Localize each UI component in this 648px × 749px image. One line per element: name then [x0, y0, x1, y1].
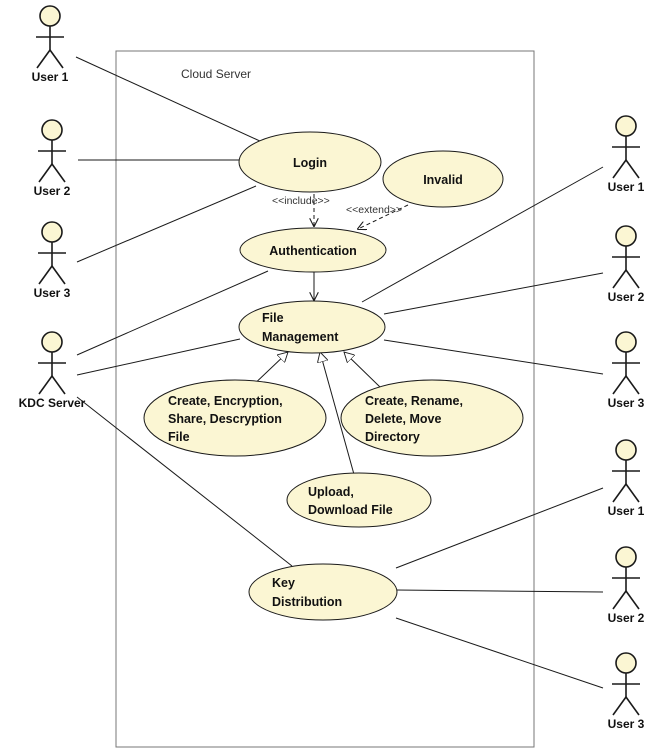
actor-head [41, 221, 63, 243]
usecase-create-rename: Create, Rename, Delete, Move Directory [340, 379, 524, 457]
actor-right-leg [625, 375, 640, 395]
usecase-key-distribution-label-1: Key [272, 576, 295, 590]
actor-label: KDC Server [19, 396, 86, 410]
actor-right-leg [625, 483, 640, 503]
actor-user1-right-a: User 1 [608, 115, 645, 194]
generalization-upload-download [320, 352, 356, 479]
assoc-kd-user2 [395, 589, 604, 593]
actor-right-leg [625, 159, 640, 179]
actor-left-leg [612, 159, 627, 179]
include-label: <<include>> [272, 195, 330, 207]
usecase-authentication: Authentication [239, 227, 387, 273]
usecase-key-distribution-label-2: Distribution [272, 595, 342, 609]
actor-label: User 3 [34, 286, 71, 300]
assoc-kdc-keydist [76, 396, 293, 567]
usecase-create-encryption-label-3: File [168, 430, 190, 444]
system-boundary [115, 50, 535, 748]
actor-label: User 2 [608, 611, 645, 625]
actor-head [615, 331, 637, 353]
actor-head [41, 119, 63, 141]
assoc-fm-user1 [361, 166, 604, 303]
usecase-invalid: Invalid [382, 150, 504, 208]
extend-arrow [358, 204, 409, 229]
actor-left-leg [38, 265, 53, 285]
usecase-create-rename-label-3: Directory [365, 430, 420, 444]
actor-left-leg [612, 375, 627, 395]
actor-user3-right-a: User 3 [608, 331, 645, 410]
actor-left-leg [612, 696, 627, 716]
actor-right-leg [625, 269, 640, 289]
extend-label: <<extend>> [346, 204, 402, 216]
actor-label: User 2 [34, 184, 71, 198]
assoc-kd-user3 [395, 617, 604, 689]
actor-right-leg [51, 265, 66, 285]
usecase-authentication-label: Authentication [269, 244, 357, 258]
actor-label: User 2 [608, 290, 645, 304]
usecase-create-rename-label-2: Delete, Move [365, 412, 441, 426]
association-lines [75, 56, 604, 689]
actor-head [615, 652, 637, 674]
usecase-login-label: Login [293, 156, 327, 170]
actor-left-leg [36, 49, 51, 69]
actor-user3-left: User 3 [34, 221, 71, 300]
actor-head [41, 331, 63, 353]
usecase-create-encryption-label-2: Share, Descryption [168, 412, 282, 426]
actor-user3-right-b: User 3 [608, 652, 645, 731]
system-title: Cloud Server [181, 67, 251, 81]
actor-right-leg [625, 696, 640, 716]
assoc-kd-user1 [395, 487, 604, 569]
actor-left-leg [612, 590, 627, 610]
usecase-upload-download: Upload, Download File [286, 472, 432, 528]
actor-user2-right-b: User 2 [608, 546, 645, 625]
actor-user2-left: User 2 [34, 119, 71, 198]
actor-user1-left: User 1 [32, 5, 69, 84]
assoc-kdc-filemgmt [76, 338, 241, 376]
assoc-fm-user3 [383, 339, 604, 375]
actor-label: User 3 [608, 396, 645, 410]
usecase-upload-download-label-2: Download File [308, 503, 393, 517]
usecase-create-encryption-label-1: Create, Encryption, [168, 394, 283, 408]
assoc-user1-login [75, 56, 263, 143]
actor-user2-right-a: User 2 [608, 225, 645, 304]
assoc-fm-user2 [383, 272, 604, 315]
actor-head [615, 115, 637, 137]
actor-head [615, 546, 637, 568]
usecase-invalid-label: Invalid [423, 173, 463, 187]
usecase-login: Login [238, 131, 382, 193]
actor-label: User 1 [608, 504, 645, 518]
usecase-create-rename-label-1: Create, Rename, [365, 394, 463, 408]
actor-user1-right-b: User 1 [608, 439, 645, 518]
actor-right-leg [49, 49, 64, 69]
actor-head [615, 439, 637, 461]
actor-right-leg [51, 163, 66, 183]
usecase-key-distribution: Key Distribution [248, 563, 398, 621]
usecase-file-management-label-2: Management [262, 330, 339, 344]
generalization-create-rename [344, 352, 381, 388]
usecase-create-encryption: Create, Encryption, Share, Descryption F… [143, 379, 327, 457]
actor-right-leg [51, 375, 66, 395]
usecase-upload-download-label-1: Upload, [308, 485, 354, 499]
assoc-kdc-authentication [76, 270, 269, 356]
assoc-user3-login [76, 185, 257, 263]
actor-left-leg [38, 375, 53, 395]
actor-label: User 1 [608, 180, 645, 194]
actor-label: User 1 [32, 70, 69, 84]
actor-head [615, 225, 637, 247]
actor-left-leg [38, 163, 53, 183]
actor-left-leg [612, 483, 627, 503]
actor-right-leg [625, 590, 640, 610]
actor-label: User 3 [608, 717, 645, 731]
actor-kdc-server: KDC Server [19, 331, 86, 410]
actor-head [39, 5, 61, 27]
usecase-file-management: File Management [238, 300, 386, 354]
usecase-file-management-label-1: File [262, 311, 284, 325]
actor-left-leg [612, 269, 627, 289]
